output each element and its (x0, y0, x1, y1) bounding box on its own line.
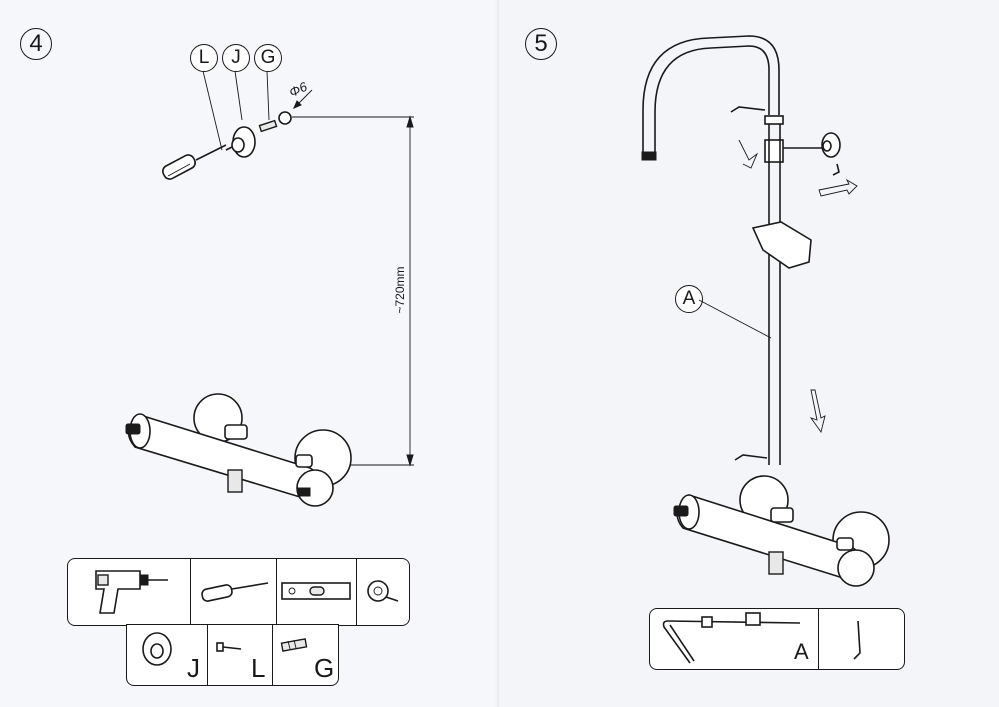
spirit-level-icon (276, 559, 357, 625)
step-5-illustration (641, 35, 890, 587)
drill-icon (68, 559, 191, 625)
screw-part: L (207, 625, 273, 685)
wall-bracket-part: J (127, 625, 208, 685)
wall-bracket-icon (142, 632, 172, 666)
screwdriver-icon (190, 559, 277, 625)
callout-g: G (254, 44, 282, 72)
right-page: 5 A (499, 0, 999, 707)
part-letter-l: L (251, 653, 266, 683)
step-4-number: 4 (20, 28, 52, 60)
left-page: 4 L J G Φ6 ~720mm (0, 0, 499, 707)
shower-rail-icon (662, 612, 801, 664)
hex-key-part (818, 609, 904, 669)
hex-key-icon (853, 620, 861, 660)
thermostatic-mixer-icon (673, 475, 890, 587)
parts-box: J L G (126, 624, 339, 686)
wall-plug-icon (280, 638, 308, 652)
thermostatic-mixer-icon (125, 393, 352, 507)
callout-l: L (190, 44, 218, 72)
shower-rail-part: A (650, 609, 819, 669)
part-letter-g: G (314, 653, 335, 683)
part-letter-j: J (187, 653, 200, 683)
part-letter-a: A (794, 639, 809, 664)
callout-a: A (675, 285, 703, 313)
step-4-illustration (125, 70, 414, 507)
screw-icon (216, 642, 242, 652)
screwdriver-icon (162, 144, 227, 180)
wall-plug-part: G (272, 625, 338, 685)
tools-box (67, 558, 410, 626)
callout-j: J (222, 44, 250, 72)
tape-measure-icon (356, 559, 409, 625)
parts-box-step5: A (649, 608, 905, 670)
step-5-number: 5 (525, 28, 557, 60)
